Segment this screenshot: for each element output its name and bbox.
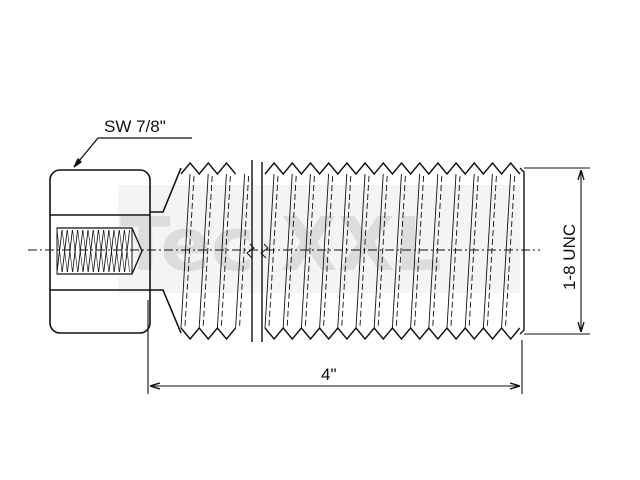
watermark: Tec XXL	[118, 185, 520, 293]
thread-body	[180, 160, 525, 342]
wrench-size-label: SW 7/8"	[104, 117, 166, 136]
thread-dimension	[524, 167, 590, 335]
wrench-size-leader	[73, 137, 192, 168]
length-label: 4"	[321, 365, 337, 384]
neck	[150, 167, 182, 334]
thread-label: 1-8 UNC	[560, 224, 579, 290]
watermark-text: Tec XXL	[120, 202, 442, 288]
length-dimension	[147, 300, 523, 394]
internal-thread	[56, 227, 143, 275]
hex-head	[49, 169, 151, 334]
